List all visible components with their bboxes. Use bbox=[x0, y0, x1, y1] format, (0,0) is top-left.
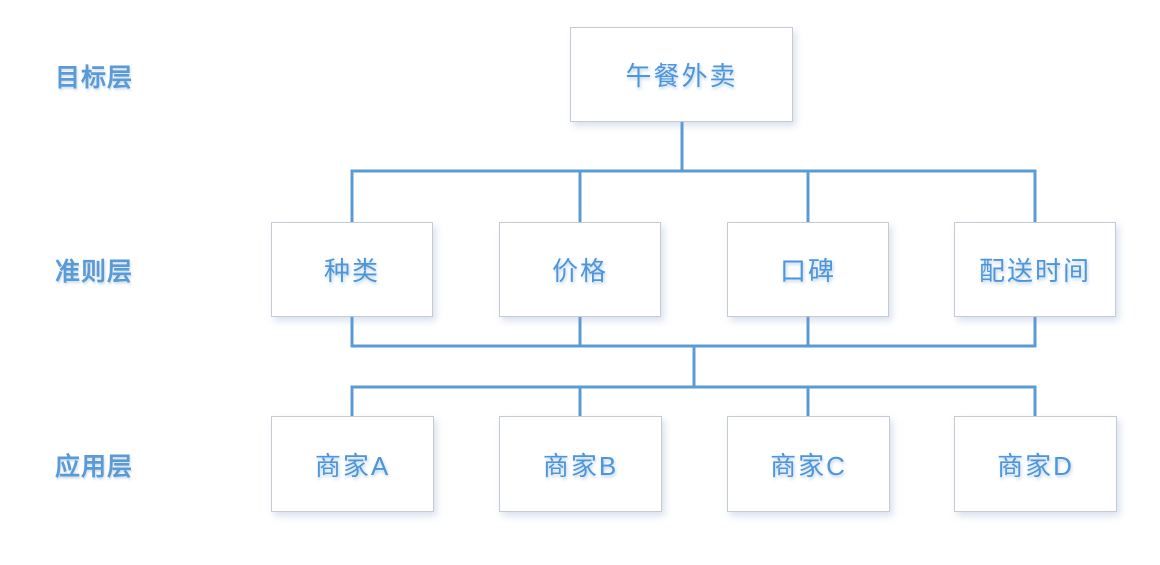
alternative-node-merchant-a: 商家A bbox=[271, 416, 434, 512]
alternative-node-merchant-c: 商家C bbox=[727, 416, 890, 512]
criteria-node-type: 种类 bbox=[271, 222, 433, 317]
criteria-to-alternatives-connector bbox=[350, 317, 1037, 416]
alternative-node-merchant-b: 商家B bbox=[499, 416, 662, 512]
layer-label-goal: 目标层 bbox=[55, 64, 134, 92]
criteria-node-price: 价格 bbox=[499, 222, 661, 317]
criteria-node-reputation: 口碑 bbox=[727, 222, 889, 317]
layer-label-application: 应用层 bbox=[55, 453, 134, 481]
criteria-node-delivery-time: 配送时间 bbox=[954, 222, 1116, 317]
layer-label-criteria: 准则层 bbox=[55, 258, 134, 286]
goal-node: 午餐外卖 bbox=[570, 27, 793, 122]
alternative-node-merchant-d: 商家D bbox=[954, 416, 1117, 512]
goal-to-criteria-connector bbox=[350, 122, 1037, 222]
